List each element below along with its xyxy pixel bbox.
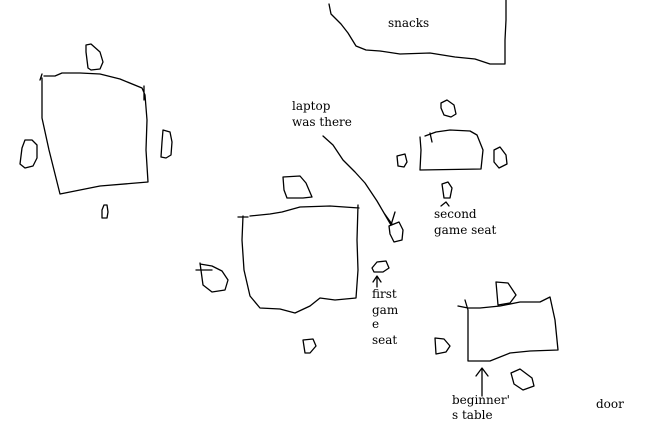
second-seat-arrow	[440, 201, 450, 207]
snacks-label: snacks	[388, 16, 429, 30]
table-top-left	[39, 72, 149, 195]
door-label: door	[596, 397, 624, 411]
snacks-table	[328, 0, 507, 65]
first-game-seat	[371, 260, 390, 273]
chair-beginners-north	[495, 281, 517, 306]
chair-top-left-west	[19, 139, 38, 169]
chair-right-east	[493, 146, 508, 169]
second-game-seat	[441, 181, 453, 199]
laptop-note: laptop was there	[292, 99, 352, 129]
first-game-seat-label: first gam e seat	[372, 287, 402, 347]
chair-beginners-south	[510, 368, 535, 391]
beginners-arrow	[475, 367, 489, 397]
chair-middle-west	[195, 262, 229, 293]
chair-top-left-south	[101, 204, 109, 219]
chair-middle-south	[302, 338, 317, 354]
first-seat-arrow	[372, 275, 382, 288]
beginners-table-label: beginner' s table	[452, 393, 514, 422]
table-beginners	[457, 296, 559, 362]
table-middle	[237, 204, 360, 314]
chair-right-north	[440, 99, 457, 118]
chair-top-left-east	[160, 129, 173, 159]
second-game-seat-label: second game seat	[434, 207, 497, 237]
chair-top-left-north	[85, 43, 104, 71]
chair-middle-north	[282, 175, 313, 199]
table-right	[419, 129, 484, 171]
chair-beginners-west	[434, 337, 451, 355]
laptop-spot	[388, 221, 404, 243]
chair-right-west	[396, 153, 408, 168]
laptop-arrow	[322, 135, 396, 226]
